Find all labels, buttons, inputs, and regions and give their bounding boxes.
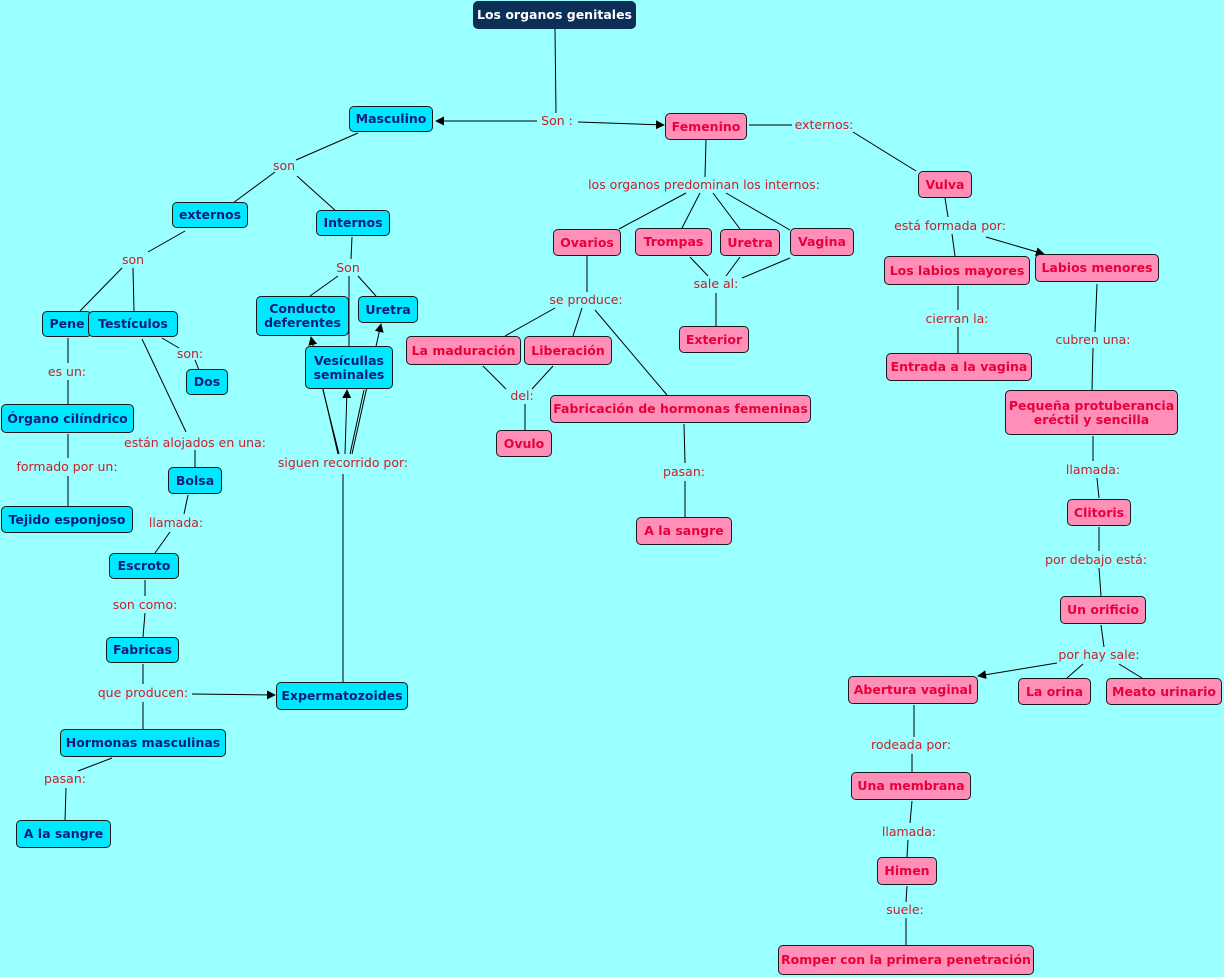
node-internos[interactable]: Internos	[316, 210, 390, 236]
node-una-membrana[interactable]: Una membrana	[851, 772, 971, 800]
node-uretra-m[interactable]: Uretra	[358, 296, 418, 323]
link-pasan-m: pasan:	[44, 771, 86, 786]
node-la-orina[interactable]: La orina	[1018, 678, 1091, 705]
link-m-ext-son: son	[121, 252, 145, 267]
link-del: del:	[510, 388, 534, 403]
node-un-orificio[interactable]: Un orificio	[1060, 596, 1146, 624]
node-labios-mayores[interactable]: Los labios mayores	[884, 256, 1030, 285]
link-rodeada-por: rodeada por:	[870, 737, 952, 752]
link-pasan-f: pasan:	[663, 464, 705, 479]
node-exterior[interactable]: Exterior	[679, 326, 749, 353]
node-labios-menores[interactable]: Labios menores	[1035, 254, 1159, 282]
node-organo-cilindrico[interactable]: Órgano cilíndrico	[1, 404, 134, 433]
link-formada-por: está formada por:	[894, 218, 1006, 233]
node-ovulo[interactable]: Ovulo	[496, 430, 552, 457]
link-m-son: son	[272, 158, 296, 173]
link-sale-al: sale al:	[693, 276, 739, 291]
link-son-dos: son:	[176, 346, 204, 361]
link-formado-por: formado por un:	[16, 459, 118, 474]
node-vulva[interactable]: Vulva	[918, 171, 972, 198]
link-cubren-una: cubren una:	[1055, 332, 1131, 347]
link-estan-alojados: están alojados en una:	[124, 435, 266, 450]
node-expermatozoides[interactable]: Expermatozoides	[276, 682, 408, 710]
link-siguen-recorrido: siguen recorrido por:	[277, 455, 409, 470]
node-a-la-sangre-f[interactable]: A la sangre	[636, 517, 732, 545]
link-es-un: es un:	[47, 364, 87, 379]
node-escroto[interactable]: Escroto	[109, 553, 179, 579]
node-himen[interactable]: Himen	[877, 857, 937, 885]
node-conducto-deferentes[interactable]: Conducto deferentes	[256, 296, 349, 336]
node-hormonas-masculinas[interactable]: Hormonas masculinas	[60, 729, 226, 757]
node-externos-m[interactable]: externos	[172, 202, 248, 228]
link-se-produce: se produce:	[549, 292, 623, 307]
node-dos[interactable]: Dos	[186, 369, 228, 395]
node-protuberancia[interactable]: Pequeña protuberancia eréctil y sencilla	[1005, 390, 1178, 435]
link-m-int-son: Son	[336, 260, 360, 275]
link-suele: suele:	[886, 902, 924, 917]
node-tejido-esponjoso[interactable]: Tejido esponjoso	[1, 506, 133, 533]
link-externos-f: externos:	[794, 117, 854, 132]
node-vesiculas-seminales[interactable]: Vesícullas seminales	[305, 346, 393, 389]
link-llamada-f1: llamada:	[1065, 462, 1121, 477]
node-a-la-sangre-m[interactable]: A la sangre	[16, 820, 111, 848]
node-bolsa[interactable]: Bolsa	[168, 467, 222, 494]
node-entrada-vagina[interactable]: Entrada a la vagina	[886, 353, 1032, 381]
link-son-main: Son :	[541, 113, 573, 128]
node-testiculos[interactable]: Testículos	[88, 311, 178, 337]
node-femenino[interactable]: Femenino	[665, 113, 747, 140]
node-fabricas[interactable]: Fabricas	[106, 637, 179, 663]
node-vagina[interactable]: Vagina	[790, 228, 854, 256]
node-abertura-vaginal[interactable]: Abertura vaginal	[848, 676, 978, 704]
link-por-hay-sale: por hay sale:	[1058, 647, 1140, 662]
node-la-maduracion[interactable]: La maduración	[406, 336, 521, 365]
link-llamada-f2: llamada:	[881, 824, 937, 839]
link-llamada-m: llamada:	[148, 515, 204, 530]
node-masculino[interactable]: Masculino	[349, 106, 433, 132]
node-liberacion[interactable]: Liberación	[524, 336, 612, 365]
node-meato-urinario[interactable]: Meato urinario	[1106, 678, 1222, 705]
link-son-como: son como:	[112, 597, 178, 612]
link-por-debajo: por debajo está:	[1045, 552, 1147, 567]
link-predominan: los organos predominan los internos:	[588, 177, 820, 192]
node-romper[interactable]: Romper con la primera penetración	[778, 945, 1034, 975]
node-uretra-f[interactable]: Uretra	[720, 229, 780, 256]
node-clitoris[interactable]: Clitoris	[1067, 499, 1131, 526]
node-pene[interactable]: Pene	[42, 311, 92, 337]
title-node[interactable]: Los organos genitales	[473, 1, 636, 29]
node-ovarios[interactable]: Ovarios	[553, 229, 621, 256]
node-trompas[interactable]: Trompas	[635, 228, 712, 256]
node-fabricacion-hormonas[interactable]: Fabricación de hormonas femeninas	[550, 395, 811, 423]
link-cierran-la: cierran la:	[925, 311, 989, 326]
link-que-producen: que producen:	[97, 685, 189, 700]
